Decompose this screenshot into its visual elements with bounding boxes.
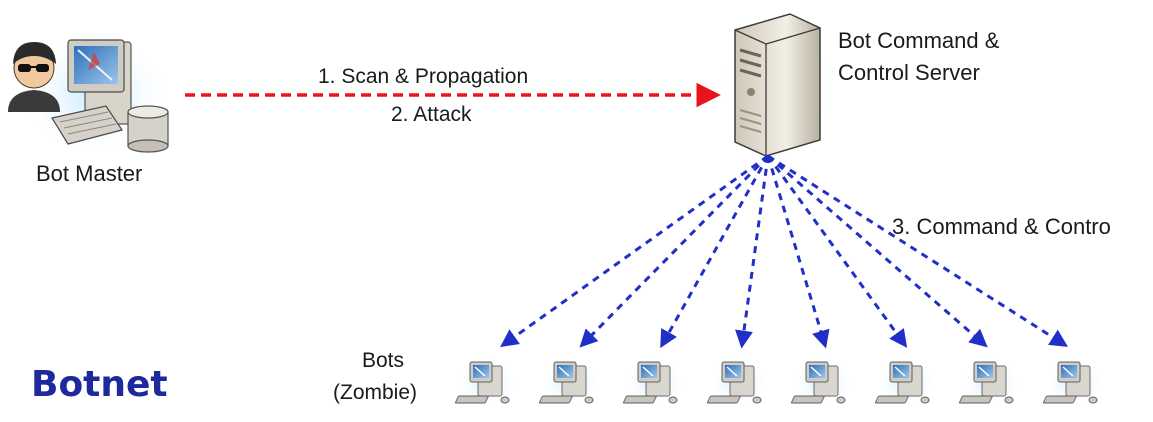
zombie-computer-icon: [958, 355, 1022, 409]
server-tower-icon: [720, 7, 836, 163]
zombie-computer-icon: [454, 355, 518, 409]
command-arrow-4: [735, 155, 770, 349]
zombie-computer-icon: [790, 355, 854, 409]
command-arrow-7: [767, 154, 988, 348]
bot-master-label: Bot Master: [36, 161, 143, 186]
command-arrow-1: [500, 154, 769, 348]
command-control-label: 3. Command & Contro: [892, 214, 1111, 239]
bot-master-icon: [8, 33, 175, 157]
command-arrow-2: [579, 154, 770, 348]
server-label-line2: Control Server: [838, 60, 980, 85]
zombie-computer-icon: [1042, 355, 1106, 409]
diagram-title: Botnet: [31, 364, 168, 405]
zombie-computer-icon: [706, 355, 770, 409]
bots-label-line2: (Zombie): [333, 381, 418, 404]
scan-propagation-label: 1. Scan & Propagation: [318, 65, 529, 88]
command-arrow-3: [660, 155, 770, 349]
command-arrows: [500, 154, 1069, 349]
command-arrow-5: [766, 155, 830, 349]
command-arrow-8: [767, 154, 1069, 347]
bots-row: [454, 355, 1106, 409]
database-icon: [127, 105, 169, 153]
hacker-figure-icon: [8, 42, 60, 112]
zombie-computer-icon: [874, 355, 938, 409]
attack-label: 2. Attack: [391, 103, 472, 126]
zombie-computer-icon: [538, 355, 602, 409]
bots-label-line1: Bots: [362, 349, 405, 372]
command-arrow-6: [766, 155, 908, 348]
server-label-line1: Bot Command &: [838, 28, 1000, 53]
zombie-computer-icon: [622, 355, 686, 409]
